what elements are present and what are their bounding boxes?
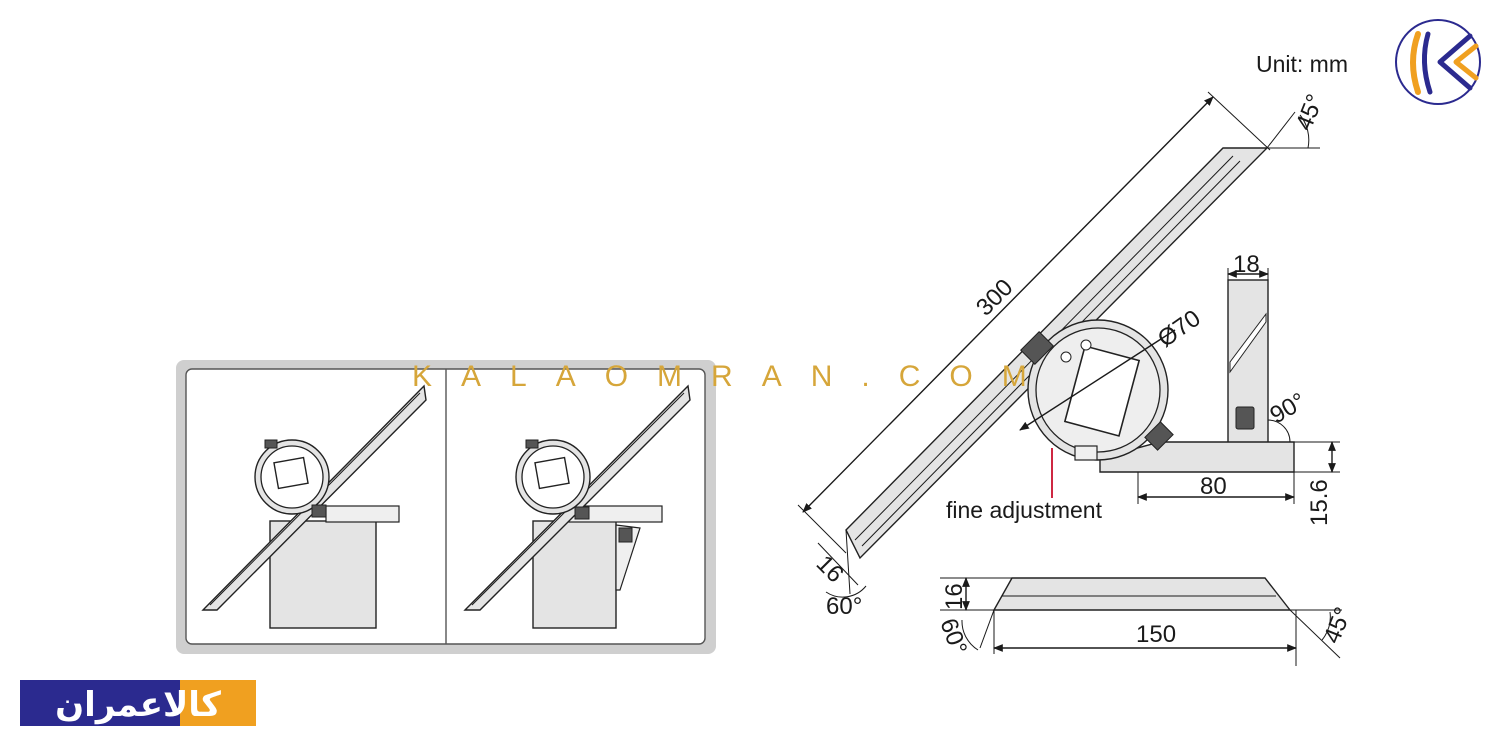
usage-example-2	[463, 384, 691, 629]
brand-logo-text: کالاعمران	[55, 685, 221, 725]
dim-stock-length: 80	[1200, 473, 1227, 500]
dim-blade-width: 16	[811, 550, 849, 588]
dim-blade-angle-top: 45°	[1291, 90, 1330, 134]
usage-example-1	[201, 384, 427, 629]
dim-bottom-blade-width: 16	[941, 583, 968, 610]
usage-panel	[176, 360, 716, 654]
brand-wordmark-logo: کالاعمران	[20, 680, 256, 726]
dim-bottom-blade-angle-left: 60°	[934, 615, 972, 658]
watermark-text: KALAOMRAN.COM	[412, 360, 1056, 393]
annotation-fine-adjustment: fine adjustment	[946, 497, 1103, 523]
dim-bottom-blade-length: 150	[1136, 621, 1176, 648]
dim-stock-height: 15.6	[1306, 479, 1333, 526]
dim-dial-diameter: Ø70	[1153, 305, 1206, 353]
dim-stock-angle: 90°	[1266, 388, 1311, 430]
unit-label: Unit: mm	[1256, 51, 1348, 77]
blade-side-view: 16 60° 150 45°	[934, 577, 1357, 666]
bevel-protractor-drawing: 300 45° 16 60° Ø70 18 90° 80 15.6	[797, 90, 1340, 620]
dim-blade-length: 300	[971, 274, 1018, 321]
brand-round-logo-icon	[1395, 19, 1481, 105]
dim-blade-angle-bottom: 60°	[826, 593, 862, 620]
dim-stock-width: 18	[1233, 251, 1260, 278]
